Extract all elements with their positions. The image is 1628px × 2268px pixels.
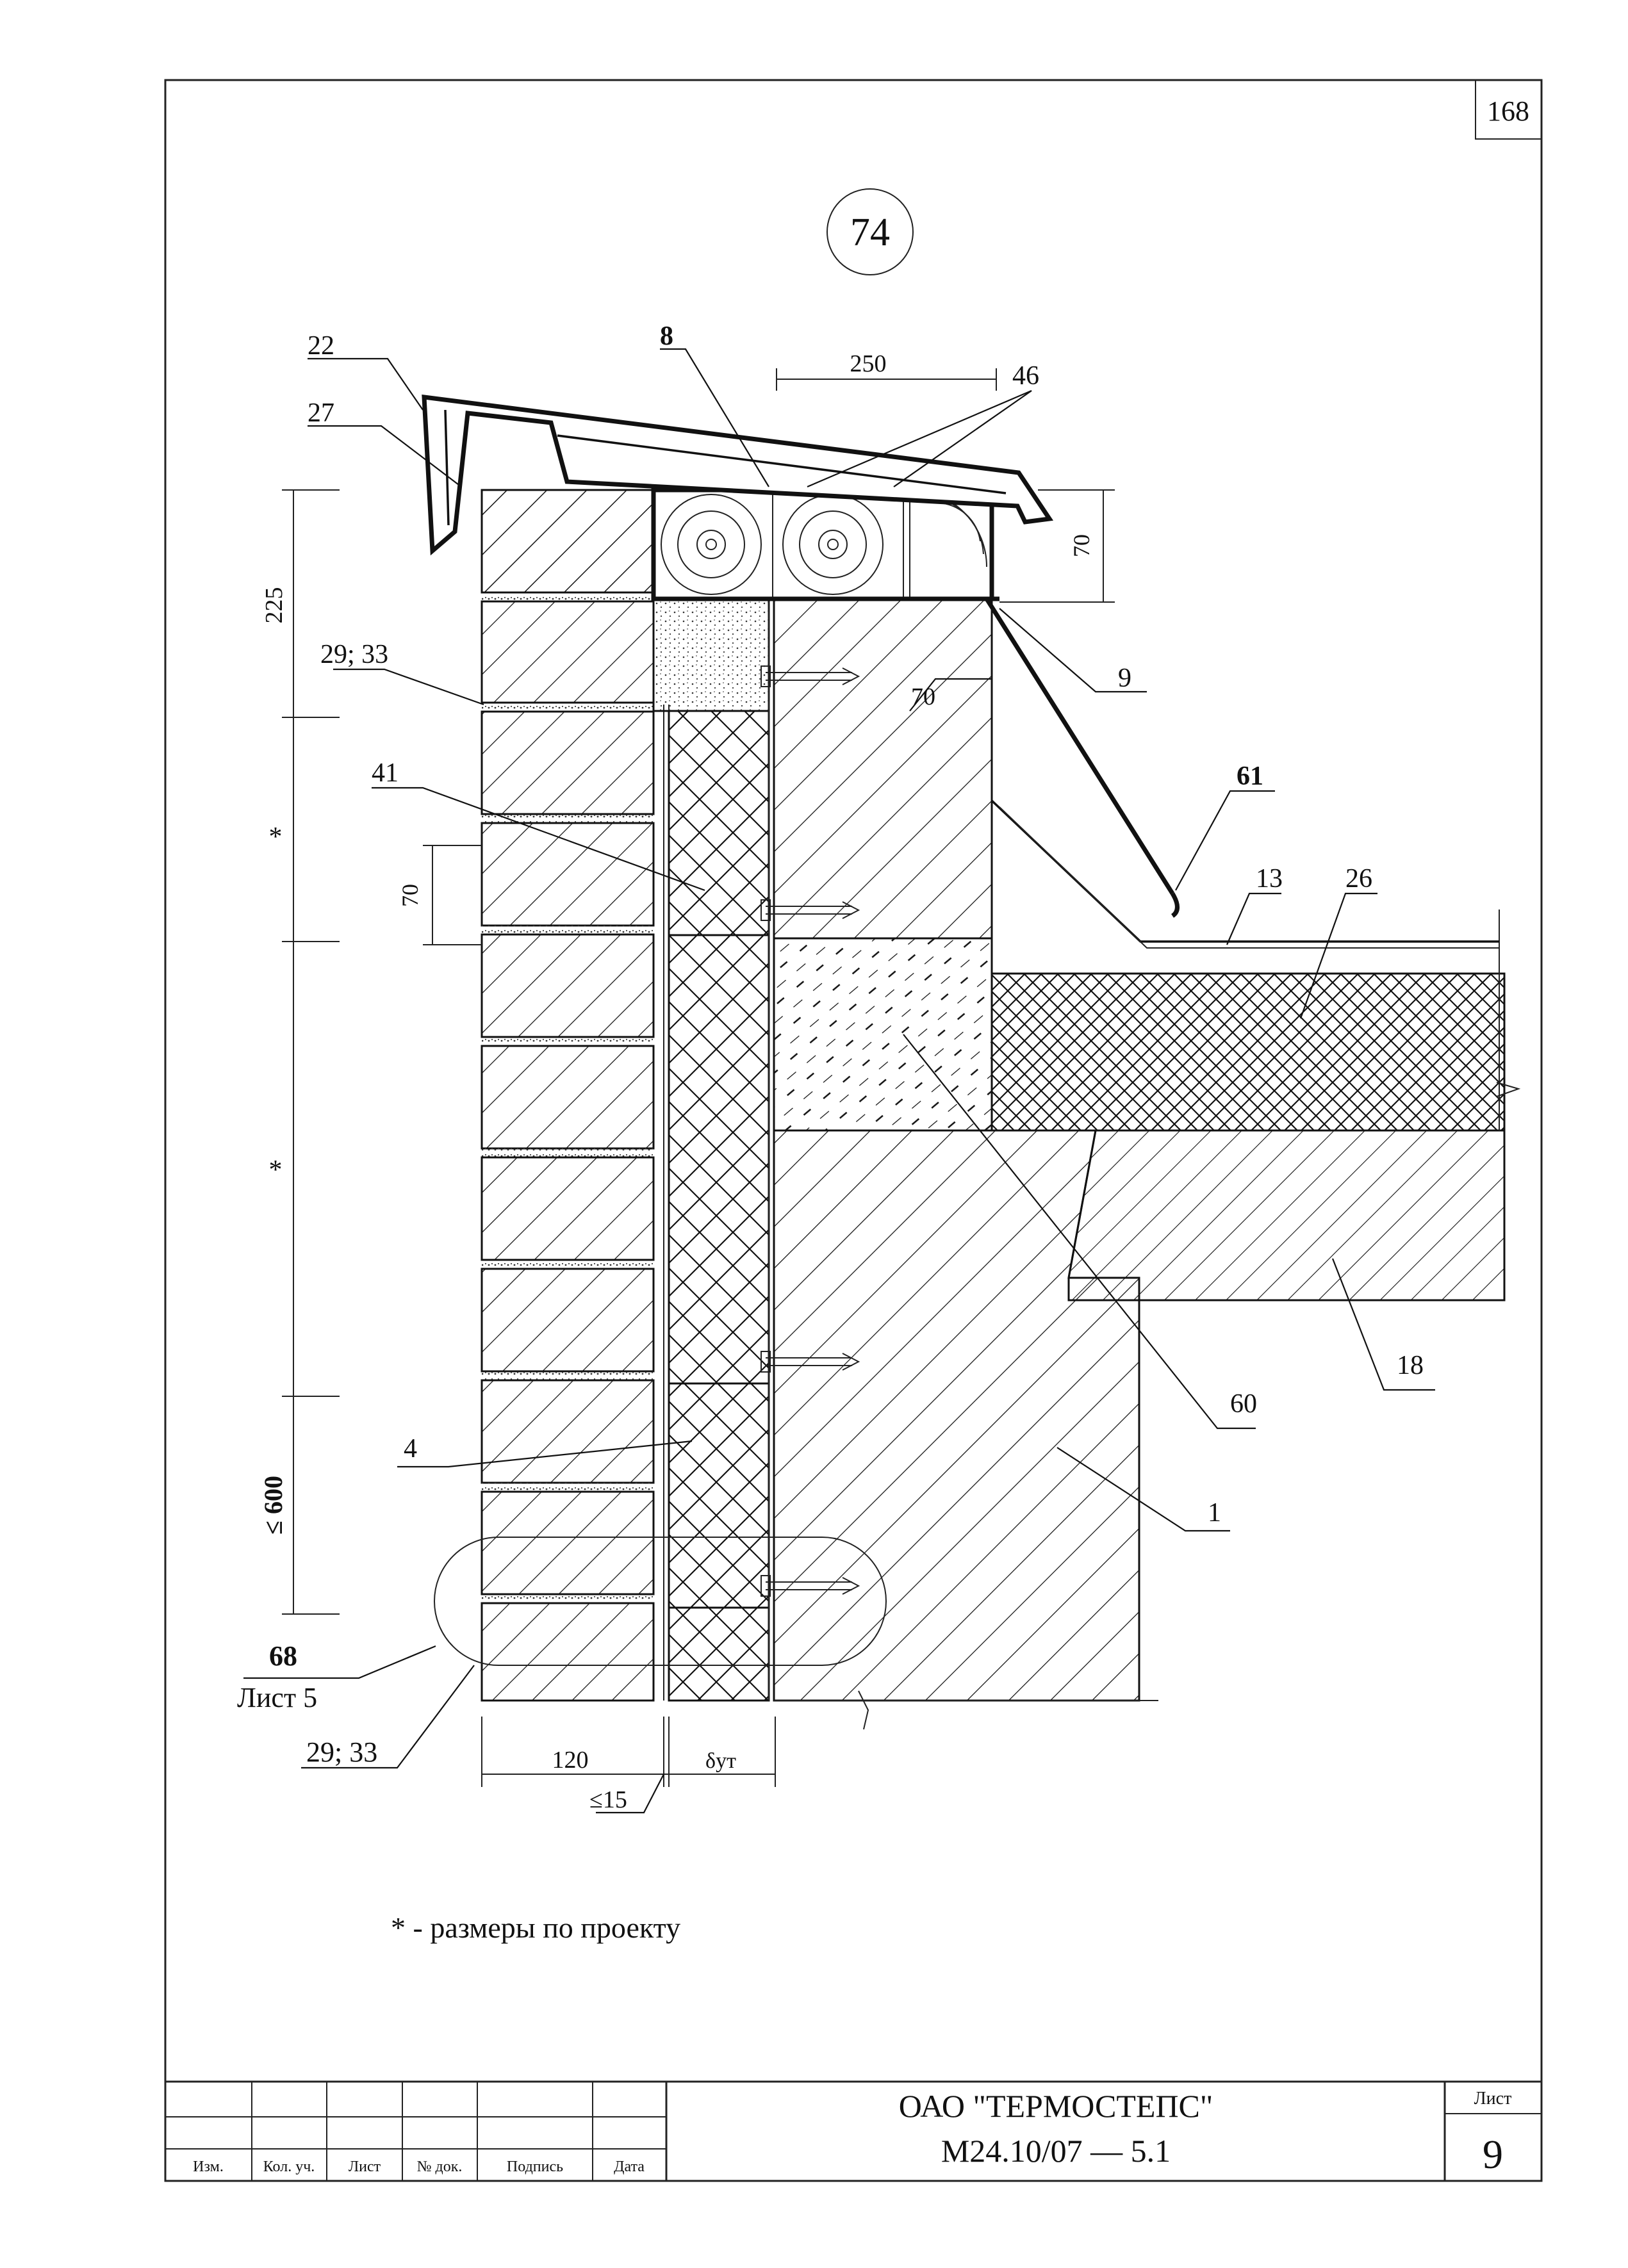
tb-header-doc: № док. [417, 2158, 463, 2175]
callout-oval-68 [434, 1537, 887, 1666]
label-70-left: 70 [397, 884, 423, 907]
anchor-1 [761, 665, 860, 687]
structural-wall [773, 598, 1140, 1702]
note-dimensions: * - размеры по проекту [391, 1911, 680, 1944]
anchor-3 [761, 1351, 860, 1373]
label-70-top: 70 [1069, 534, 1094, 557]
label-120: 120 [552, 1747, 589, 1774]
tb-organization: ОАО "ТЕРМОСТЕПС" [899, 2088, 1213, 2124]
dimension-70-left [423, 845, 482, 945]
label-22: 22 [308, 331, 334, 361]
label-delta: δут [705, 1749, 736, 1773]
block-circle-1 [661, 494, 762, 595]
label-41: 41 [372, 758, 399, 788]
tb-document-code: М24.10/07 — 5.1 [941, 2133, 1171, 2169]
tb-header-date: Дата [614, 2158, 645, 2175]
leaders [243, 348, 1435, 1814]
labels: 22 27 8 250 46 70 9 70 61 13 26 29; 33 4… [237, 322, 1424, 1813]
label-250: 250 [850, 350, 887, 377]
sheet-corner-number: 168 [1475, 79, 1542, 140]
label-70-mid: 70 [911, 683, 935, 710]
tb-header-list: Лист [349, 2158, 381, 2175]
label-star-2: * [269, 1155, 283, 1185]
tb-sheet-number: 9 [1483, 2132, 1503, 2177]
dimension-vertical-left [282, 489, 340, 1615]
sheet-frame [164, 79, 1543, 2182]
label-4: 4 [404, 1434, 417, 1464]
label-star-1: * [269, 822, 283, 852]
label-60: 60 [1230, 1389, 1257, 1419]
label-9: 9 [1118, 664, 1131, 693]
label-8: 8 [660, 322, 673, 351]
anchor-2 [761, 899, 860, 921]
label-46: 46 [1012, 361, 1039, 391]
label-61: 61 [1237, 762, 1263, 791]
tb-sheet-label: Лист [1474, 2089, 1512, 2109]
label-18: 18 [1397, 1351, 1424, 1380]
label-1: 1 [1208, 1498, 1221, 1528]
anchor-4 [761, 1575, 860, 1597]
brick-cladding [481, 489, 655, 1702]
block-circle-2 [782, 494, 884, 595]
title-block: Изм. Кол. уч. Лист № док. Подпись Дата О… [165, 2080, 1542, 2181]
tb-header-kol: Кол. уч. [263, 2158, 315, 2175]
tb-header-izm: Изм. [193, 2158, 224, 2175]
roof-slab [1067, 1129, 1506, 1301]
dimension-70-top [999, 489, 1115, 603]
label-13: 13 [1256, 864, 1283, 893]
label-68: 68 [269, 1640, 297, 1672]
label-27: 27 [308, 398, 334, 428]
label-15: ≤15 [589, 1786, 627, 1813]
dimension-250 [776, 368, 997, 391]
label-29-33-bottom: 29; 33 [306, 1736, 377, 1768]
detail-number-marker: 74 [826, 188, 914, 275]
coping-flashing [422, 394, 1054, 556]
roof-insulation [991, 972, 1506, 1132]
label-600: ≤ 600 [259, 1476, 288, 1535]
anchors [761, 665, 860, 1597]
block-circle-3 [909, 489, 987, 599]
tb-header-sign: Подпись [507, 2158, 563, 2175]
detail-number-text: 74 [850, 211, 890, 254]
label-225: 225 [261, 587, 288, 624]
label-26: 26 [1345, 864, 1372, 893]
parapet-blocks [481, 487, 994, 601]
label-list5: Лист 5 [237, 1682, 317, 1713]
label-29-33-top: 29; 33 [320, 640, 388, 669]
insulation-layer [652, 598, 770, 1702]
corner-number-text: 168 [1487, 95, 1529, 127]
